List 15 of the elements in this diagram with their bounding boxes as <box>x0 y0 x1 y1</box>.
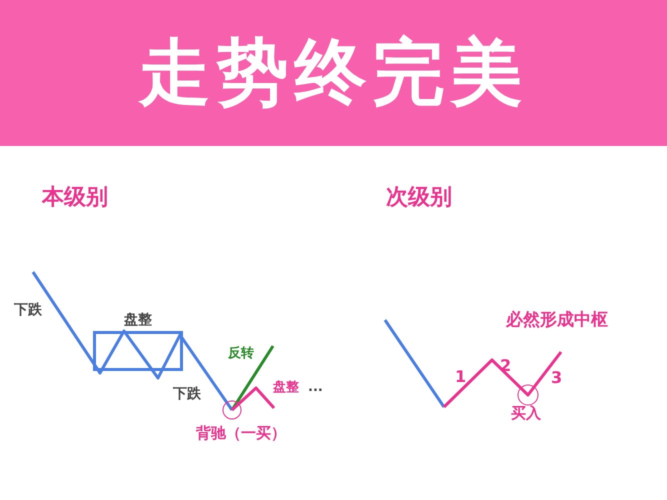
annotation-text: 买入 <box>511 405 541 422</box>
trend-label: 盘整 <box>273 381 299 396</box>
section-heading: 本级别 <box>42 186 108 210</box>
consolidation-range <box>93 312 183 371</box>
trend-label: 反转 <box>228 347 254 362</box>
trend-label: 下跌 <box>173 387 201 402</box>
trend-label: 下跌 <box>14 303 42 318</box>
segment-number: 3 <box>551 369 562 387</box>
title: 走势终完美 <box>138 29 528 116</box>
range-label: 盘整 <box>124 312 152 329</box>
annotation-text: 必然形成中枢 <box>506 311 608 330</box>
segment-number: 1 <box>455 368 466 386</box>
ellipsis: ... <box>308 381 323 396</box>
annotation-text: 背驰（一买） <box>196 425 286 442</box>
section-heading: 次级别 <box>386 186 452 210</box>
